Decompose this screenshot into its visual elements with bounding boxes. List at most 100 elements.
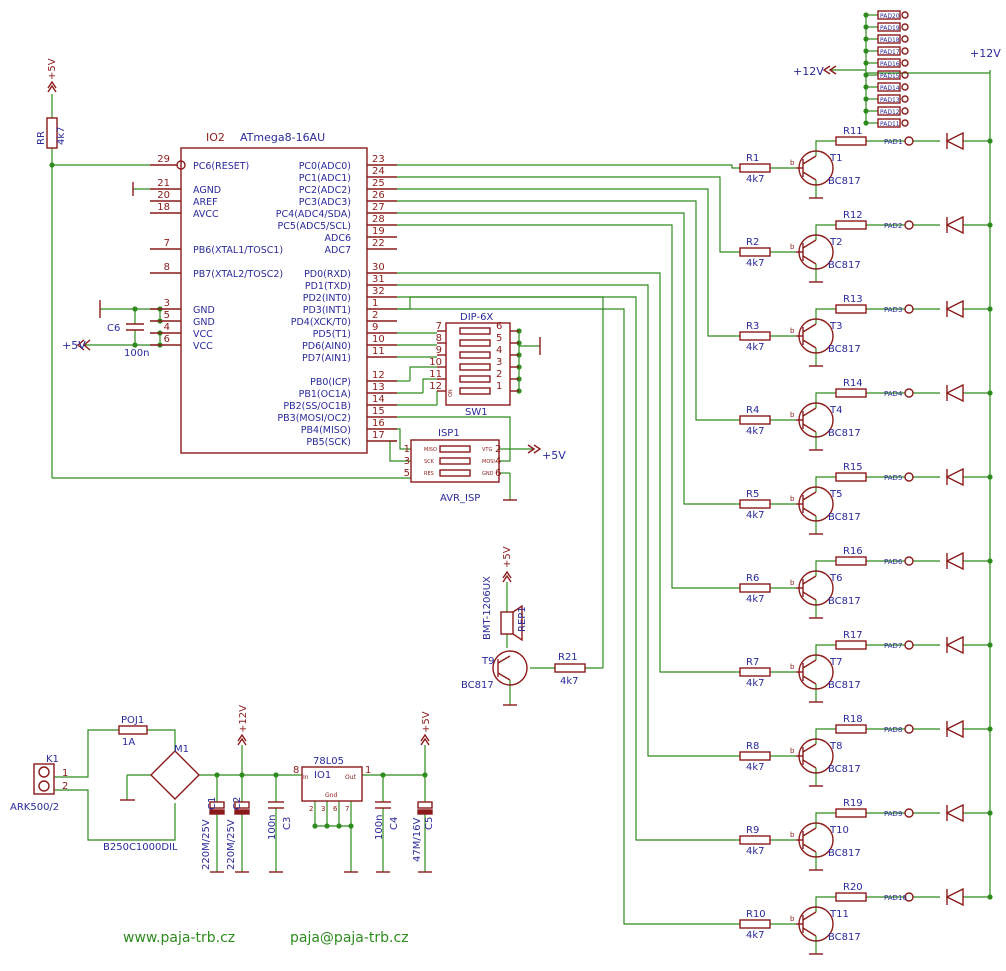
buzzer-supply: +5V	[502, 546, 513, 568]
pad-label: PAD15	[880, 73, 900, 80]
base-resistor	[739, 583, 771, 593]
drive-wire	[397, 308, 740, 925]
pin-number: 30	[372, 262, 385, 273]
buzzer-resistor-value: 4k7	[560, 676, 579, 687]
drive-wire	[397, 272, 740, 673]
transistor-type: BC817	[828, 932, 861, 943]
pin-letter: b	[790, 579, 795, 587]
pin-letter: b	[790, 831, 795, 839]
pin-number: 1	[62, 768, 68, 779]
pad-symbol	[901, 83, 909, 91]
fuse	[118, 725, 148, 735]
transistor-type: BC817	[828, 848, 861, 859]
pad-label: PAD8	[884, 726, 902, 734]
pad-symbol	[904, 808, 914, 818]
transistor-emitter	[802, 843, 817, 853]
pad-symbol	[901, 71, 909, 79]
regulator-out: Out	[345, 774, 357, 781]
transistor-name: T10	[829, 825, 849, 836]
isp-tag: VTG	[482, 447, 492, 453]
pad-symbol	[904, 220, 914, 230]
transistor-name: T4	[829, 405, 842, 416]
collector-resistor	[835, 808, 867, 818]
dip-pin-num: 7	[436, 321, 442, 332]
electrolytic-plate	[234, 809, 250, 815]
pad-symbol	[901, 107, 909, 115]
pin-number: 16	[372, 418, 385, 429]
dip-pin-num: 4	[496, 345, 502, 356]
transistor-emitter	[802, 591, 817, 601]
diode-body	[945, 719, 964, 739]
pad-box	[877, 58, 901, 68]
pin-label: PC5(ADC5/SCL)	[278, 221, 351, 232]
dip-switch	[459, 339, 491, 347]
buzzer-transistor-name: T9	[481, 656, 494, 667]
transistor-collector	[802, 323, 817, 333]
transistor-name: T5	[829, 489, 842, 500]
email-link[interactable]: paja@paja-trb.cz	[290, 930, 409, 946]
dip-pin-num: 8	[436, 333, 442, 344]
pin-label: AREF	[193, 197, 218, 208]
pin-number: 18	[157, 202, 170, 213]
transistor-type: BC817	[828, 596, 861, 607]
pad-symbol	[901, 119, 909, 127]
junction-dot	[214, 772, 220, 778]
terminal-name: K1	[46, 754, 59, 765]
pad-box	[877, 34, 901, 44]
dip-pin-num: 2	[496, 369, 502, 380]
base-resistor	[739, 499, 771, 509]
pad-label: PAD12	[880, 109, 900, 116]
website-link[interactable]: www.paja-trb.cz	[123, 930, 236, 946]
pad-box	[877, 82, 901, 92]
pin-letter: b	[790, 663, 795, 671]
transistor-collector	[802, 575, 817, 585]
pad-label: PAD20	[880, 13, 900, 20]
pin-number: 6	[164, 334, 170, 345]
pin-letter: b	[790, 159, 795, 167]
cap-name: C5	[424, 817, 435, 830]
buzzer-drive	[397, 296, 604, 668]
collector-wire	[815, 476, 836, 480]
dip-pin-num: 3	[496, 357, 502, 368]
psu-wire	[147, 729, 176, 750]
psu-wire	[54, 729, 119, 778]
pad-symbol	[901, 35, 909, 43]
diode-body	[945, 131, 964, 151]
buzzer-transistor-type: BC817	[461, 680, 494, 691]
drive-wire	[397, 200, 740, 421]
pin-number: 7	[345, 805, 349, 813]
electrolytic-plate	[234, 801, 250, 809]
pin-number: 9	[372, 322, 378, 333]
regulator-name: IO1	[314, 770, 331, 781]
c6-supply: +5V	[62, 339, 86, 352]
pin-label: PD1(TXD)	[305, 281, 351, 292]
base-resistor-name: R4	[746, 405, 759, 416]
pin-letter: b	[790, 915, 795, 923]
pin-label: PD4(XCK/T0)	[291, 317, 351, 328]
pin-number: 7	[164, 238, 170, 249]
transistor-collector	[802, 155, 817, 165]
pad-label: PAD18	[880, 37, 900, 44]
supply-arrow	[82, 339, 91, 351]
collector-wire	[815, 644, 836, 648]
dip-pin-num: 10	[429, 357, 442, 368]
pin-label: PB0(ICP)	[310, 377, 351, 388]
pad-symbol	[901, 47, 909, 55]
transistor-emitter	[802, 339, 817, 349]
collector-wire	[815, 728, 836, 732]
pad-symbol	[904, 304, 914, 314]
drive-wire	[397, 188, 740, 337]
pad-symbol	[904, 136, 914, 146]
pad-box	[877, 10, 901, 20]
pin-number: 19	[372, 226, 385, 237]
base-resistor-value: 4k7	[746, 762, 765, 773]
dip-body	[445, 322, 511, 406]
pin-number: 28	[372, 214, 385, 225]
pin-label: ADC6	[325, 233, 352, 244]
transistor-name: T1	[829, 153, 842, 164]
collector-wire	[815, 896, 836, 900]
pad-label: PAD4	[884, 390, 903, 398]
dip-pin-num: 1	[496, 381, 502, 392]
pad-label: PAD16	[880, 61, 900, 68]
base-resistor	[739, 415, 771, 425]
